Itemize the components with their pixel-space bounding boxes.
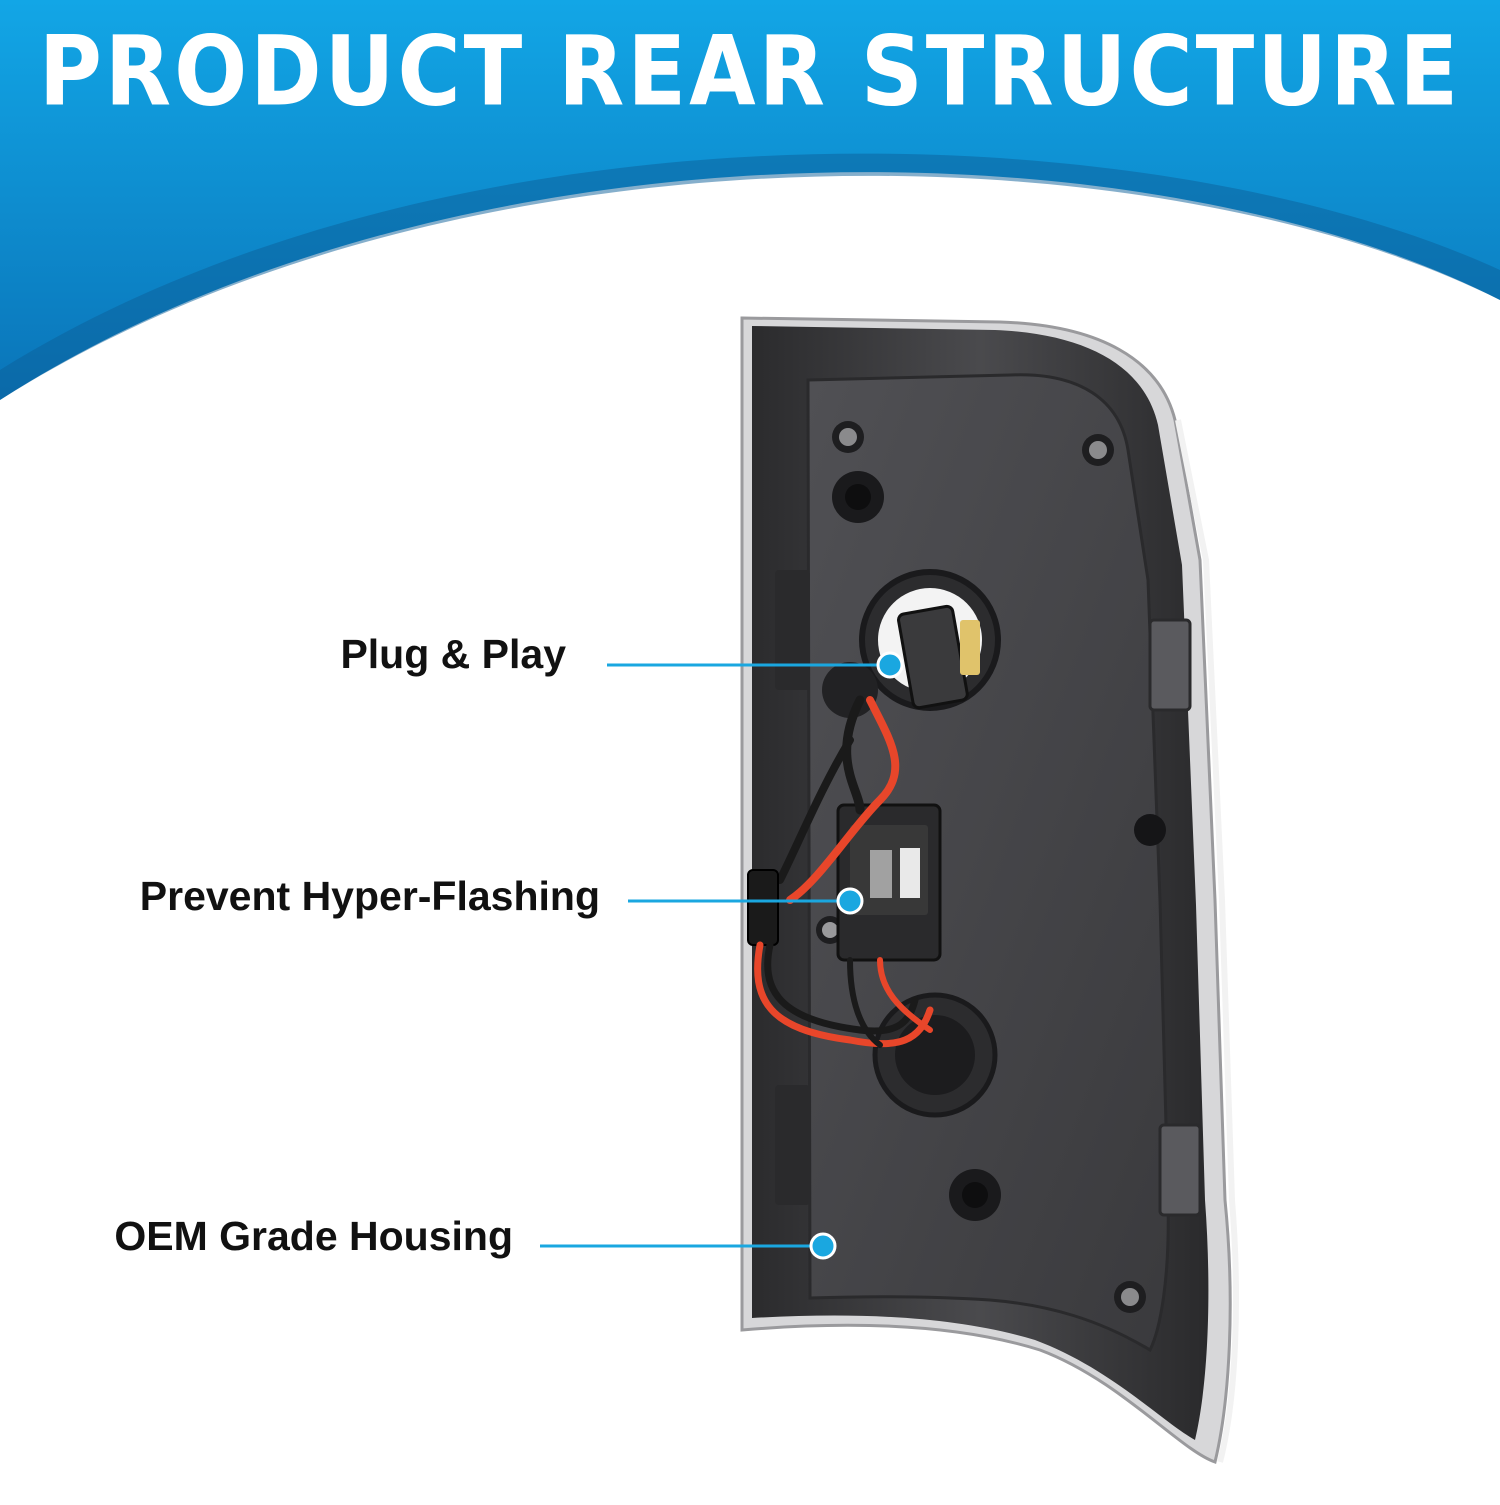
- header-banner-highlight: [0, 153, 1500, 400]
- callout-hyper-flashing-marker: [628, 887, 864, 915]
- wiring-harness: [747, 695, 934, 1048]
- load-resistor-module: [836, 803, 942, 962]
- tail-light-housing: [740, 316, 1239, 1464]
- page-title: PRODUCT REAR STRUCTURE: [38, 16, 1462, 128]
- callout-plug-play-label: Plug & Play: [340, 631, 566, 677]
- bulb-socket-lower: [872, 992, 998, 1118]
- bulb-socket-upper: [822, 569, 1001, 718]
- callout-oem-housing-label: OEM Grade Housing: [114, 1213, 513, 1259]
- callout-hyper-flashing-label: Prevent Hyper-Flashing: [139, 873, 600, 919]
- header-banner: [0, 0, 1500, 400]
- callout-oem-housing-marker: [540, 1232, 837, 1260]
- mounting-screws: [816, 421, 1166, 1313]
- callout-plug-play-marker: [607, 651, 904, 679]
